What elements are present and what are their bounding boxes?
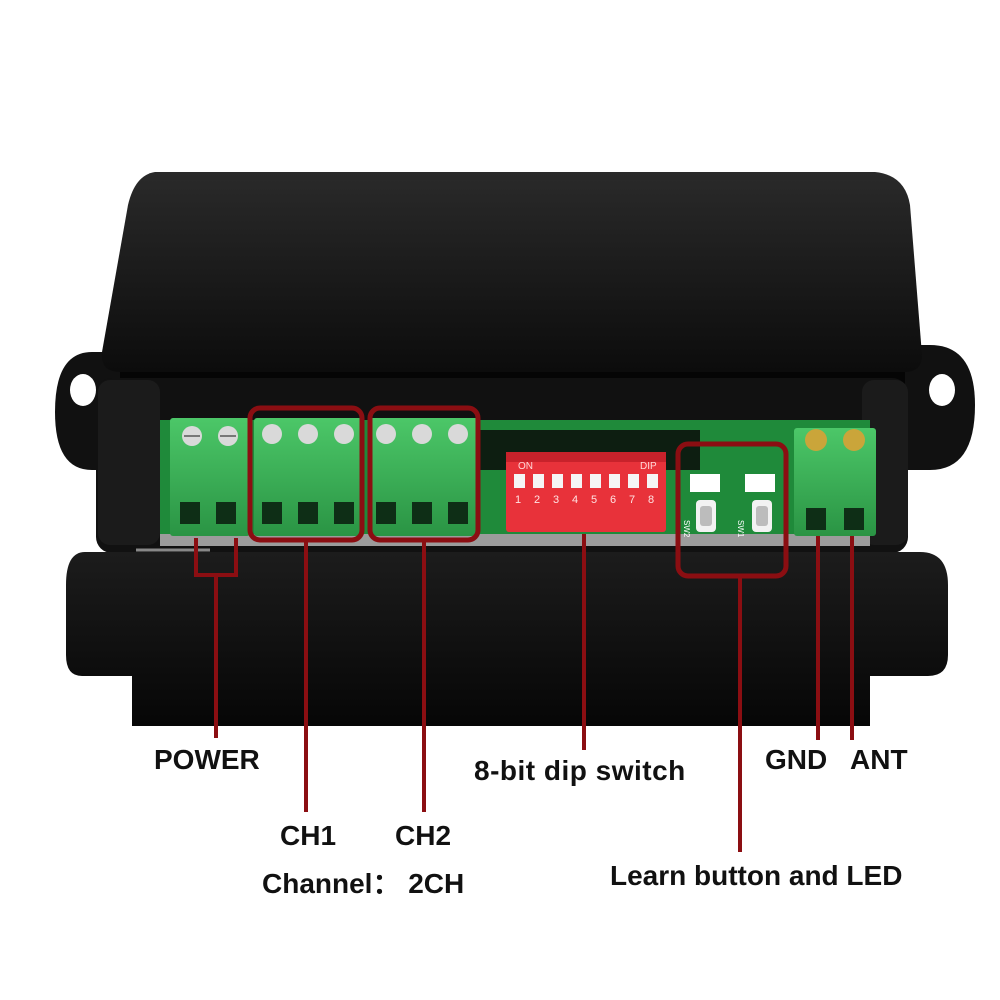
housing-lid <box>101 172 923 372</box>
dip-number-7: 7 <box>629 494 635 506</box>
dip-lever-5[interactable] <box>590 474 601 488</box>
dip-number-8: 8 <box>648 494 654 506</box>
left-mounting-hole <box>70 374 96 406</box>
housing-front-cover <box>66 552 948 726</box>
ch1-terminal-block <box>254 418 362 536</box>
dip-lever-8[interactable] <box>647 474 658 488</box>
dip-number-4: 4 <box>572 494 578 506</box>
sw1-text: SW1 <box>736 520 745 538</box>
ch2-label: CH2 <box>395 820 452 851</box>
dip-number-3: 3 <box>553 494 559 506</box>
dip-brand-text: DIP <box>640 461 657 472</box>
dip-lever-3[interactable] <box>552 474 563 488</box>
dip-on-text: ON <box>518 461 533 472</box>
right-mounting-hole <box>929 374 955 406</box>
dip-lever-7[interactable] <box>628 474 639 488</box>
dip-lever-4[interactable] <box>571 474 582 488</box>
dip-number-5: 5 <box>591 494 597 506</box>
dip-lever-1[interactable] <box>514 474 525 488</box>
ch2-terminal-block <box>370 418 478 536</box>
dip-lever-2[interactable] <box>533 474 544 488</box>
learn-button-label: Learn button and LED <box>610 860 903 891</box>
dip-number-1: 1 <box>515 494 521 506</box>
dip-number-2: 2 <box>534 494 540 506</box>
dip-switch[interactable]: ON DIP 1 2 3 4 5 6 7 8 <box>506 452 666 532</box>
ch1-label: CH1 <box>280 820 337 851</box>
ant-label: ANT <box>850 744 908 775</box>
gnd-label: GND <box>765 744 828 775</box>
power-terminal-block <box>170 418 250 536</box>
power-label: POWER <box>154 744 260 775</box>
dip-levers: 1 2 3 4 5 6 7 8 <box>514 474 658 506</box>
dip-lever-6[interactable] <box>609 474 620 488</box>
learn-buttons-area: SW2 SW1 <box>682 474 775 538</box>
sw2-text: SW2 <box>682 520 691 538</box>
dip-number-6: 6 <box>610 494 616 506</box>
learn-callout-box <box>675 441 789 579</box>
antenna-terminal-block <box>794 428 876 536</box>
dip-switch-label: 8-bit dip switch <box>474 755 686 786</box>
channel-count-label: Channel： 2CH <box>262 868 465 899</box>
